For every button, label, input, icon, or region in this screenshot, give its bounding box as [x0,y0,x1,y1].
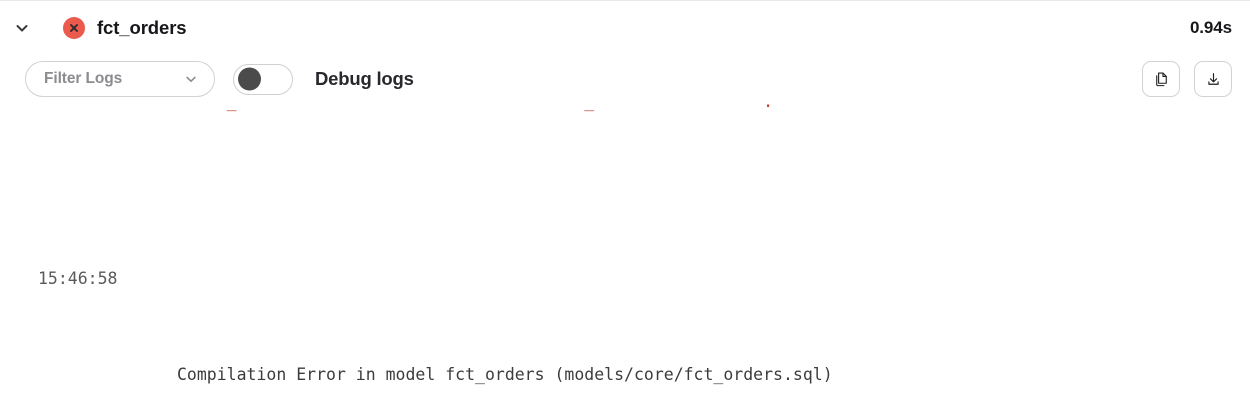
log-line: This model has an enforced contract that… [0,391,1250,405]
log-panel-header: fct_orders 0.94s [0,1,1250,55]
log-toolbar: Filter Logs Debug logs [0,55,1250,103]
log-timestamp: 15:46:58 [38,269,118,288]
debug-logs-label: Debug logs [315,68,414,89]
log-output[interactable]: _ _ . 15:46:58 Compilation Error in mode… [0,103,1250,405]
download-logs-button[interactable] [1194,61,1232,97]
elapsed-time: 0.94s [1189,18,1232,37]
collapse-toggle-button[interactable] [8,14,36,42]
debug-logs-toggle[interactable] [233,63,293,95]
copy-logs-button[interactable] [1142,61,1180,97]
error-circle-x-icon [63,17,85,39]
filter-logs-select[interactable]: Filter Logs [25,61,215,97]
filter-logs-label: Filter Logs [44,70,123,87]
log-message: Compilation Error in model fct_orders (m… [177,365,833,384]
log-line-clipped: _ _ . [0,103,1250,118]
chevron-down-icon [14,20,30,36]
model-name: fct_orders [97,17,187,38]
toggle-knob [238,67,261,91]
chevron-down-icon [162,72,198,86]
copy-icon [1153,71,1170,88]
download-icon [1205,71,1222,88]
log-line: 15:46:58 Compilation Error in model fct_… [0,263,1250,384]
